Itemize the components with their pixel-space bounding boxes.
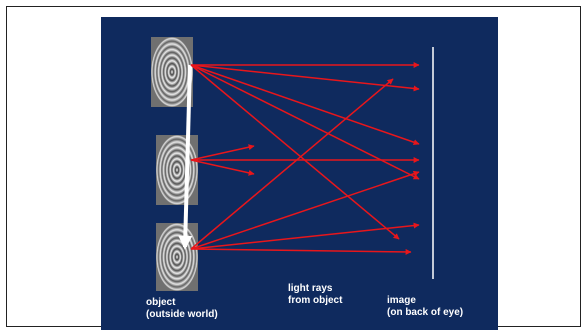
object-caption: object (outside world) bbox=[146, 297, 218, 321]
ray bbox=[191, 79, 393, 249]
object-image-top bbox=[151, 37, 193, 107]
ray bbox=[191, 160, 254, 174]
object-image-bottom bbox=[156, 223, 198, 291]
ray bbox=[191, 249, 411, 252]
slide-frame: object (outside world) light rays from o… bbox=[6, 6, 581, 327]
ray bbox=[191, 65, 399, 239]
light-rays-caption: light rays from object bbox=[288, 283, 342, 307]
ray bbox=[191, 65, 419, 179]
diagram-slide: object (outside world) light rays from o… bbox=[101, 17, 498, 330]
object-image-middle bbox=[156, 135, 198, 205]
ray bbox=[191, 146, 254, 160]
image-caption: image (on back of eye) bbox=[387, 295, 463, 319]
